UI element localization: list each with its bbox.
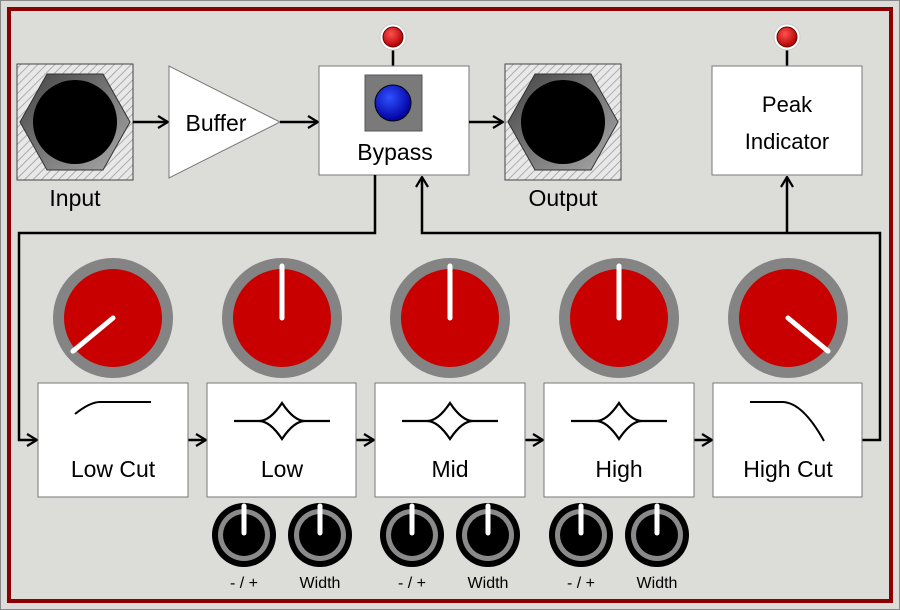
filter-high: High [543,382,695,498]
filter-low-cut: Low Cut [37,382,189,498]
filter-label: High [595,456,642,482]
low-knob[interactable] [222,258,342,378]
high-width-label: Width [637,575,678,592]
filter-label: High Cut [743,456,833,482]
bell-curve-icon [571,401,667,441]
mid-gain-knob[interactable] [380,503,444,567]
peak-label-line1: Peak [762,92,813,117]
peak-led-icon [776,26,798,48]
filter-label: Mid [431,456,468,482]
filter-label: Low Cut [71,456,156,482]
lowcut-curve-icon [74,401,151,415]
high-cut-knob[interactable] [728,258,848,378]
bypass-led-icon [382,26,404,48]
high-knob[interactable] [559,258,679,378]
filter-low: Low [206,382,357,498]
bell-curve-icon [234,401,330,441]
highcut-curve-icon [750,401,825,442]
mid-width-label: Width [468,575,509,592]
bypass-footswitch-button[interactable] [364,74,423,132]
high-gain-label: - / + [567,575,595,592]
mid-knob[interactable] [390,258,510,378]
buffer-amp [168,65,282,179]
peak-indicator-box [711,65,863,176]
peak-label-line2: Indicator [745,129,829,154]
low-width-knob[interactable] [288,503,352,567]
bell-curve-icon [402,401,498,441]
output-label: Output [528,185,598,211]
filter-high-cut: High Cut [712,382,863,498]
low-cut-knob[interactable] [53,258,173,378]
high-gain-knob[interactable] [549,503,613,567]
wire-filters-to-bypass [422,177,882,442]
low-width-label: Width [300,575,341,592]
wire-bypass-to-filters [17,175,377,440]
bypass-label: Bypass [357,139,432,165]
filter-mid: Mid [374,382,526,498]
input-jack[interactable] [16,63,134,181]
knob-pointer [785,315,831,354]
buffer-label: Buffer [186,110,247,136]
output-jack[interactable] [504,63,622,181]
filter-label: Low [261,456,304,482]
low-gain-knob[interactable] [212,503,276,567]
high-width-knob[interactable] [625,503,689,567]
knob-pointer [70,315,116,354]
mid-width-knob[interactable] [456,503,520,567]
input-label: Input [49,185,101,211]
mid-gain-label: - / + [398,575,426,592]
low-gain-label: - / + [230,575,258,592]
